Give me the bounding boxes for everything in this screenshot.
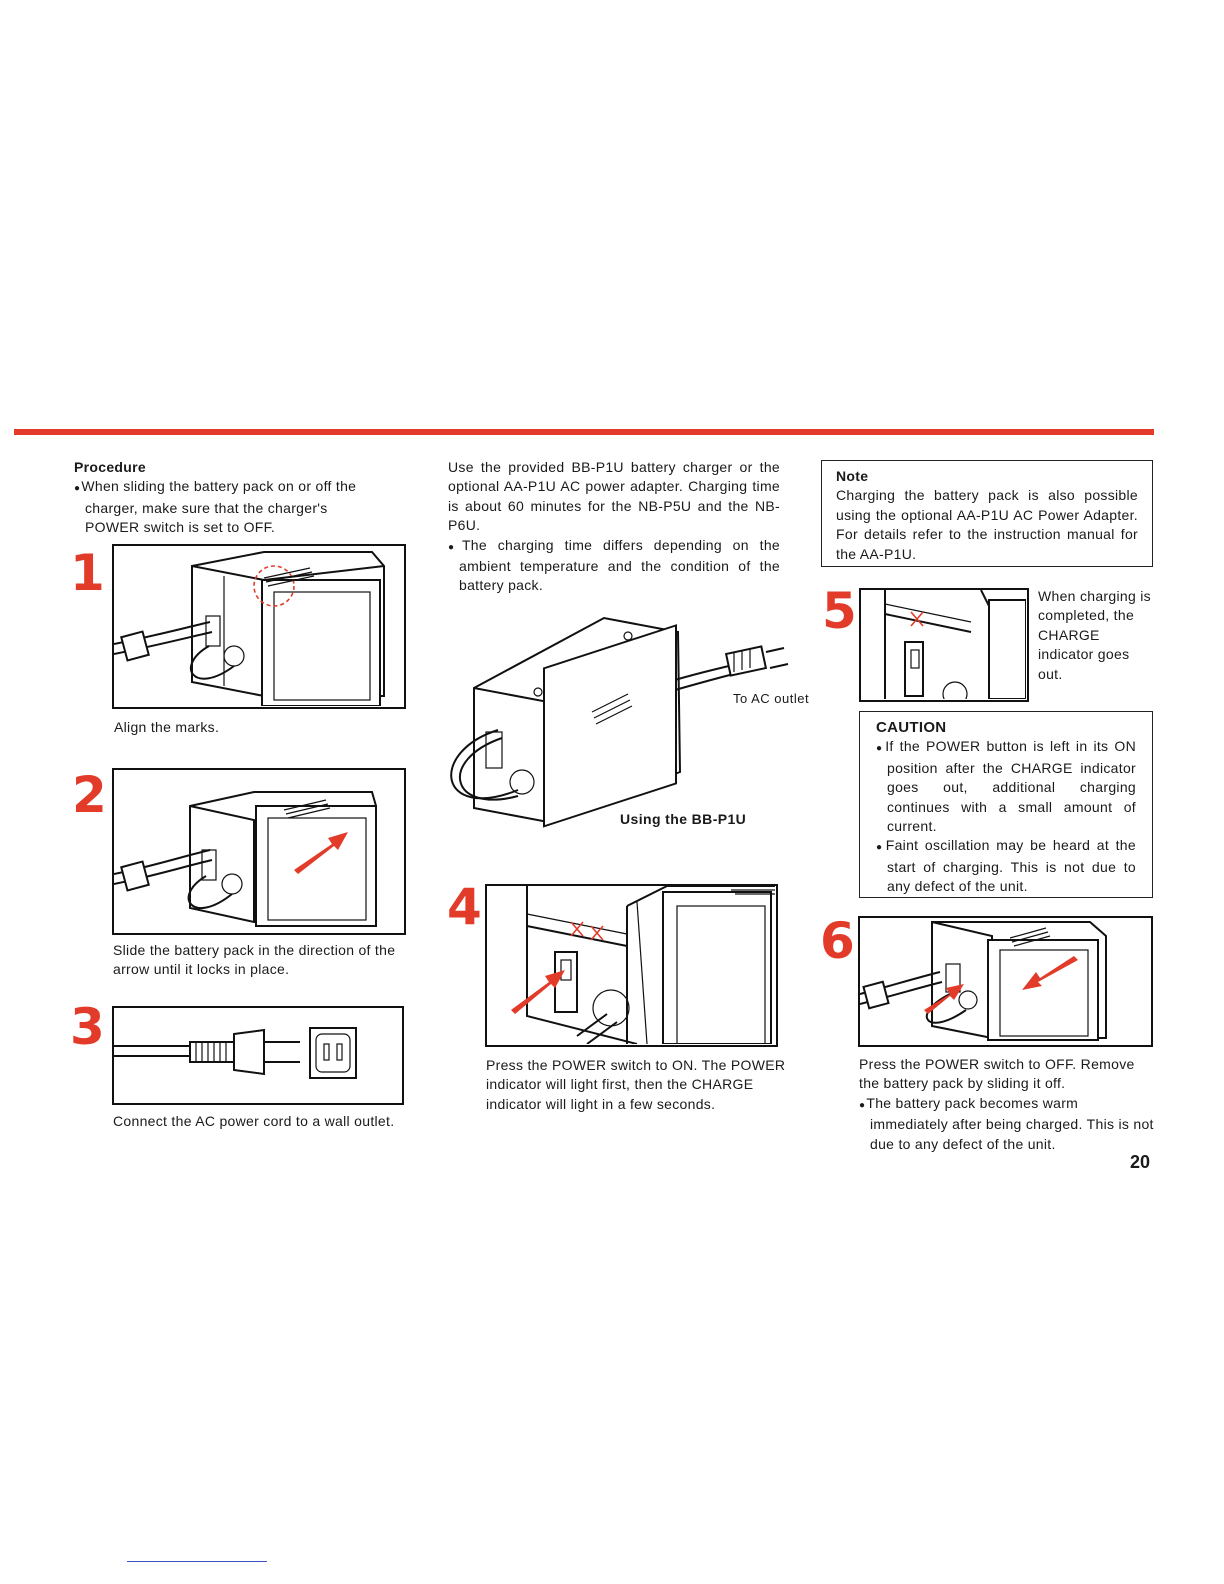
- step-4-caption: Press the POWER switch to ON. The POWER …: [486, 1057, 786, 1112]
- step-2-number: 2: [72, 766, 107, 824]
- caution-box: CAUTION If the POWER button is left in i…: [859, 711, 1153, 898]
- caution-heading: CAUTION: [876, 719, 947, 736]
- page-number: 20: [1130, 1152, 1151, 1172]
- step-1-illustration: [112, 544, 406, 709]
- step-2-illustration: [112, 768, 406, 935]
- step-6-number: 6: [820, 912, 855, 970]
- step-6-caption: Press the POWER switch to OFF. Remove th…: [859, 1056, 1135, 1092]
- procedure-heading: Procedure: [74, 459, 146, 475]
- note-heading: Note: [836, 468, 869, 484]
- step-1-caption: Align the marks.: [114, 719, 220, 735]
- note-body: Charging the battery pack is also possib…: [836, 487, 1138, 562]
- step-4-number: 4: [447, 878, 482, 936]
- intro-bullet: The charging time differs depending on t…: [448, 536, 780, 596]
- step-3-number: 3: [70, 998, 105, 1056]
- step-5-number: 5: [822, 582, 857, 640]
- procedure-section: Procedure When sliding the battery pack …: [74, 458, 374, 538]
- main-charger-illustration: [428, 612, 808, 834]
- step-4-illustration: [485, 884, 778, 1047]
- step-5-caption: When charging is completed, the CHARGE i…: [1038, 588, 1151, 682]
- procedure-bullet: When sliding the battery pack on or off …: [74, 477, 374, 537]
- caution-bullet-1: If the POWER button is left in its ON po…: [876, 737, 1136, 836]
- step-3-illustration: [112, 1006, 404, 1105]
- note-box: Note Charging the battery pack is also p…: [821, 460, 1153, 567]
- step-1-number: 1: [70, 544, 105, 602]
- intro-section: Use the provided BB-P1U battery charger …: [448, 458, 780, 596]
- intro-paragraph: Use the provided BB-P1U battery charger …: [448, 459, 780, 534]
- step-3-caption: Connect the AC power cord to a wall outl…: [113, 1113, 395, 1129]
- ac-outlet-label: To AC outlet: [733, 691, 810, 706]
- main-figure-caption: Using the BB-P1U: [620, 811, 747, 827]
- step-6-bullet: The battery pack becomes warm immediatel…: [859, 1094, 1159, 1154]
- step-6-caption-block: Press the POWER switch to OFF. Remove th…: [859, 1055, 1159, 1154]
- footer-link-underline: [127, 1561, 267, 1562]
- step-2-caption: Slide the battery pack in the direction …: [113, 942, 396, 978]
- caution-bullet-2: Faint oscillation may be heard at the st…: [876, 836, 1136, 896]
- step-6-illustration: [858, 916, 1153, 1047]
- step-5-illustration: [859, 588, 1029, 702]
- header-rule: [14, 429, 1154, 435]
